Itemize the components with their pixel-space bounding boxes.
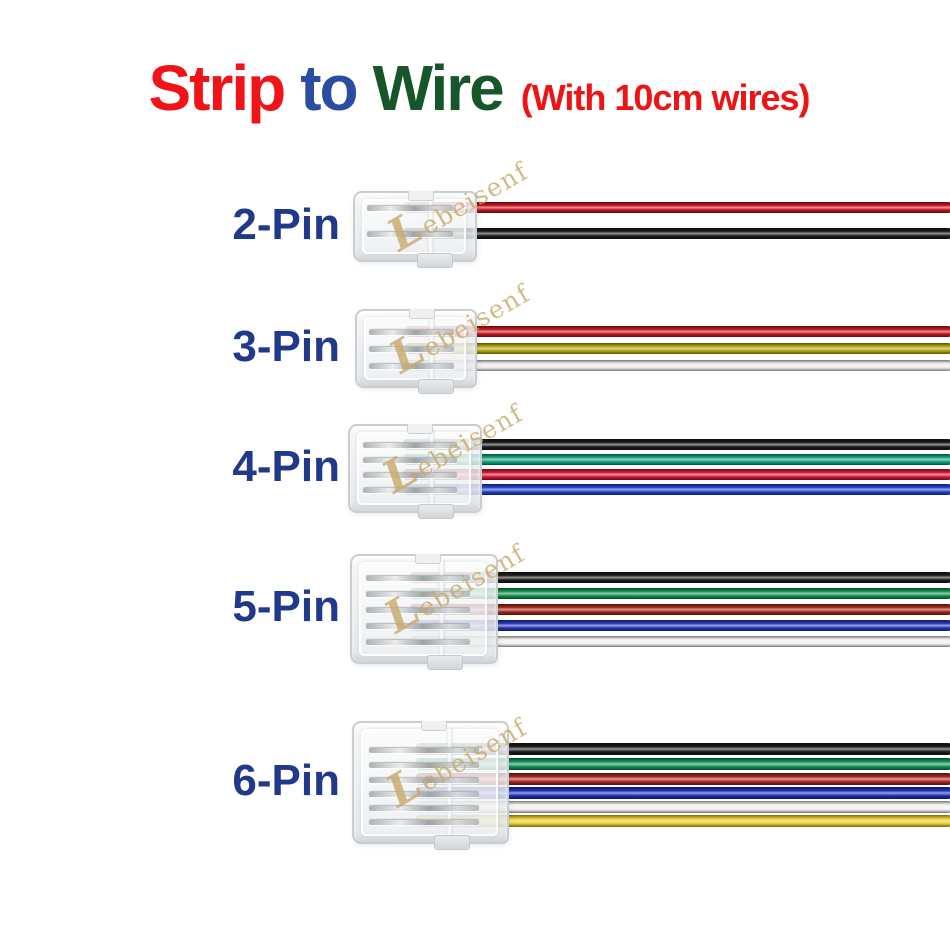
metal-pin-strip — [363, 443, 457, 448]
wire-black — [403, 227, 950, 239]
metal-pin-strip — [369, 778, 480, 783]
metal-pin-strip — [368, 364, 454, 369]
connector-top-notch — [407, 191, 434, 201]
connector-bottom-latch — [417, 253, 454, 268]
connector-top-notch — [415, 554, 442, 564]
connector-bottom-latch — [433, 835, 470, 850]
wire-white — [410, 635, 950, 647]
connector-2-pin — [353, 191, 477, 268]
title-word-strip: Strip — [148, 52, 286, 124]
metal-pin-strip — [368, 347, 454, 352]
wire-blue — [403, 483, 950, 495]
wire-black — [410, 571, 950, 583]
connector-top-notch — [407, 424, 434, 434]
connector-4-pin — [348, 424, 482, 519]
wire-white — [416, 801, 950, 813]
connector-top-notch — [421, 721, 448, 731]
title-word-to: to — [300, 52, 358, 124]
metal-pin-strip — [368, 330, 454, 335]
metal-pin-strip — [369, 792, 480, 797]
row-label-5-pin: 5-Pin — [232, 582, 340, 631]
metal-pin-strip — [363, 473, 457, 478]
wire-yellow — [416, 815, 950, 827]
metal-pin-strip — [363, 458, 457, 463]
wire-white — [405, 359, 950, 371]
wire-green — [410, 587, 950, 599]
wire-teal-green — [403, 453, 950, 465]
connector-seam — [427, 195, 434, 258]
metal-pin-strip — [367, 206, 454, 211]
metal-pin-strip — [369, 806, 480, 811]
metal-pin-strip — [366, 608, 471, 613]
metal-pin-strip — [366, 640, 471, 645]
wire-dark-red — [416, 773, 950, 785]
metal-pin-strip — [369, 748, 480, 753]
wire-red — [403, 201, 950, 213]
wire-green — [416, 758, 950, 770]
connector-bottom-latch — [417, 504, 454, 519]
metal-pin-strip — [369, 820, 480, 825]
row-label-4-pin: 4-Pin — [232, 441, 340, 491]
connector-seam — [428, 429, 435, 508]
connector-bottom-latch — [426, 655, 463, 670]
wire-blue — [410, 619, 950, 631]
product-title: Strip to Wire (With 10cm wires) — [0, 56, 950, 120]
title-note: (With 10cm wires) — [520, 77, 811, 118]
wire-blue — [416, 787, 950, 799]
wire-black — [416, 743, 950, 755]
wire-black — [403, 438, 950, 450]
metal-pin-strip — [367, 232, 454, 237]
title-word-wire: Wire — [372, 52, 505, 124]
metal-pin-strip — [363, 488, 457, 493]
connector-6-pin — [352, 721, 509, 850]
metal-pin-strip — [369, 763, 480, 768]
metal-pin-strip — [366, 576, 471, 581]
wire-olive-yellow — [405, 342, 950, 354]
row-label-6-pin: 6-Pin — [232, 755, 340, 805]
wire-red — [405, 325, 950, 337]
connector-3-pin — [355, 309, 477, 394]
row-label-3-pin: 3-Pin — [232, 321, 340, 371]
metal-pin-strip — [366, 592, 471, 597]
connector-5-pin — [350, 554, 498, 670]
wire-dark-red — [410, 603, 950, 615]
connector-bottom-latch — [418, 379, 455, 394]
connector-top-notch — [408, 309, 435, 319]
metal-pin-strip — [366, 624, 471, 629]
row-label-2-pin: 2-Pin — [232, 199, 340, 249]
wire-red — [403, 468, 950, 480]
